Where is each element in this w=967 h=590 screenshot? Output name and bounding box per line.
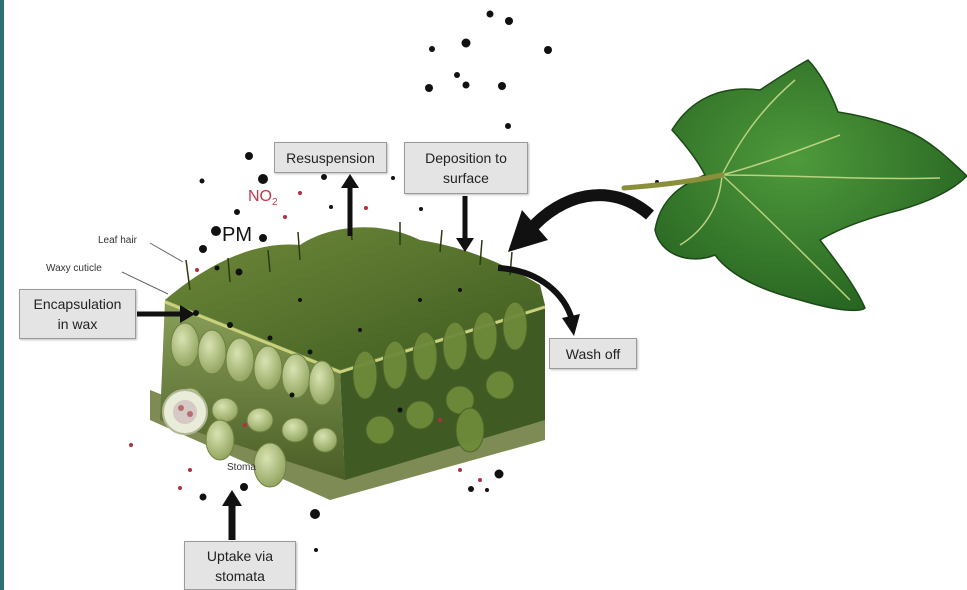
no2-label: NO2 xyxy=(248,188,278,208)
curved-arrow-icon xyxy=(508,195,650,252)
resuspension-label: Resuspension xyxy=(274,142,387,173)
encapsulation-label: Encapsulation in wax xyxy=(19,289,136,339)
wash-off-label: Wash off xyxy=(549,338,637,369)
deposition-label: Deposition to surface xyxy=(404,142,528,194)
stoma-label: Stoma xyxy=(227,462,256,473)
no2-subscript: 2 xyxy=(272,197,278,208)
no2-main-text: NO xyxy=(248,188,272,205)
uptake-label: Uptake via stomata xyxy=(184,541,296,590)
pm-label: PM xyxy=(222,224,252,247)
leaf-cross-section-icon xyxy=(150,215,545,500)
ivy-leaf-icon xyxy=(624,60,967,310)
leaf-hair-label: Leaf hair xyxy=(98,235,137,246)
waxy-cuticle-label: Waxy cuticle xyxy=(46,263,102,274)
